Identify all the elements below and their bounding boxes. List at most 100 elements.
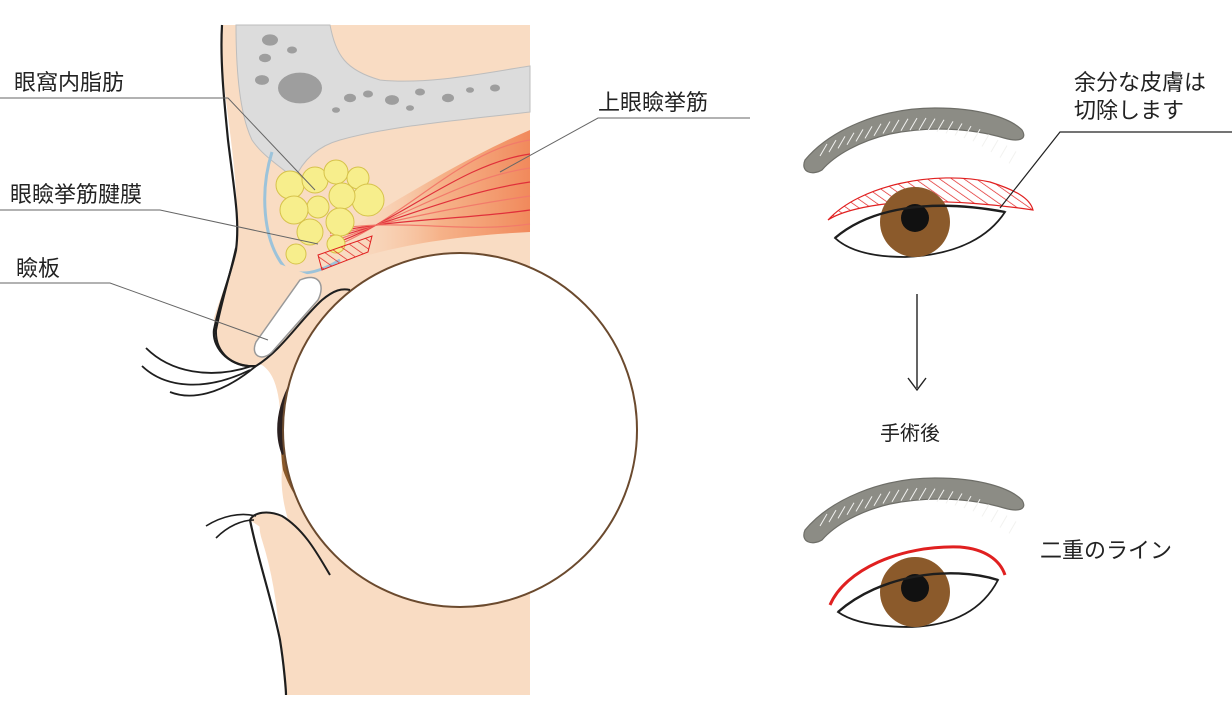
brow-hair bbox=[981, 134, 990, 147]
eyelash bbox=[141, 365, 251, 386]
excess-skin-label-1: 余分な皮膚は bbox=[1074, 71, 1206, 96]
brow-hair bbox=[900, 488, 909, 501]
label-orbital-fat: 眼窩内脂肪 bbox=[14, 71, 124, 96]
excess-skin-label-2: 切除します bbox=[1074, 99, 1184, 124]
bone-spot bbox=[262, 34, 278, 46]
brow-hair bbox=[909, 117, 918, 131]
bone-spot bbox=[415, 88, 425, 96]
double-eyelid-label: 二重のライン bbox=[1040, 539, 1172, 564]
brow-hair bbox=[936, 119, 945, 132]
bone-spot bbox=[344, 93, 356, 103]
transition-arrow: 手術後 bbox=[880, 294, 940, 445]
brow-hair bbox=[909, 487, 918, 501]
fat-globule bbox=[325, 207, 355, 237]
bone-spot bbox=[406, 105, 414, 111]
brow-hair bbox=[873, 493, 882, 507]
bone-spot bbox=[332, 107, 340, 113]
eyelash bbox=[169, 365, 257, 397]
fat-globule bbox=[323, 159, 349, 185]
excess-skin-callout: 余分な皮膚は 切除します bbox=[999, 71, 1232, 209]
brow-hair bbox=[837, 136, 846, 149]
label-levator-aponeurosis: 眼瞼挙筋腱膜 bbox=[10, 183, 142, 208]
brow-hair bbox=[864, 496, 873, 509]
bone-spot bbox=[255, 75, 269, 85]
brow-hair bbox=[1008, 151, 1017, 164]
fat-globule bbox=[351, 183, 385, 217]
eyelash bbox=[205, 513, 257, 527]
brow-hair bbox=[846, 502, 855, 516]
brow-hair bbox=[963, 495, 972, 509]
brow-hair bbox=[855, 129, 864, 142]
lower-eyelashes bbox=[205, 513, 257, 539]
after-eye: 二重のライン bbox=[803, 477, 1172, 628]
eyebrow-hairs-after bbox=[819, 487, 1017, 534]
bone-spot bbox=[490, 84, 500, 92]
pupil-after bbox=[901, 574, 929, 602]
upper-eyelashes bbox=[141, 347, 257, 397]
tarsus bbox=[253, 276, 322, 358]
brow-hair bbox=[891, 119, 900, 133]
eyebrow-after bbox=[803, 477, 1025, 544]
brow-hair bbox=[864, 126, 873, 139]
eyelash bbox=[215, 519, 255, 539]
brow-hair bbox=[927, 488, 936, 501]
brow-hair bbox=[972, 499, 981, 512]
leader-line bbox=[0, 97, 316, 191]
pupil-before bbox=[901, 204, 929, 232]
eyebrow-hairs-before bbox=[819, 117, 1017, 164]
brow-hair bbox=[828, 509, 837, 523]
brow-hair bbox=[918, 487, 927, 501]
brow-hair bbox=[1008, 521, 1017, 534]
orbital-fat bbox=[275, 159, 385, 265]
muscle-fiber bbox=[329, 223, 531, 231]
brow-hair bbox=[999, 515, 1008, 528]
brow-hair bbox=[918, 117, 927, 131]
cross-section: 眼窩内脂肪 眼瞼挙筋腱膜 瞼板 上眼瞼挙筋 bbox=[0, 24, 750, 696]
label-levator-muscle: 上眼瞼挙筋 bbox=[598, 91, 708, 116]
muscle-fiber bbox=[329, 139, 531, 249]
fat-globule bbox=[285, 243, 307, 265]
arrow-head bbox=[907, 377, 927, 392]
lower-eyelid bbox=[249, 511, 331, 576]
brow-hair bbox=[873, 123, 882, 137]
brow-hair bbox=[981, 504, 990, 517]
before-eye bbox=[803, 107, 1034, 258]
brow-hair bbox=[855, 499, 864, 512]
fat-globule bbox=[275, 170, 305, 200]
eyebrow-before bbox=[803, 107, 1025, 174]
muscle-fiber bbox=[329, 153, 531, 246]
brow-hair bbox=[837, 506, 846, 519]
fat-globule bbox=[328, 182, 356, 210]
brow-hair bbox=[936, 489, 945, 502]
leader-line bbox=[499, 117, 750, 173]
bone-spot bbox=[466, 87, 474, 93]
eyeball bbox=[277, 252, 638, 608]
brow-hair bbox=[972, 129, 981, 142]
brow-hair bbox=[999, 145, 1008, 158]
brow-hair bbox=[990, 509, 999, 523]
brow-hair bbox=[990, 139, 999, 153]
eye-outline-after-top bbox=[837, 572, 999, 613]
after-surgery-label: 手術後 bbox=[880, 421, 940, 445]
brow-hair bbox=[819, 513, 828, 527]
brow-hair bbox=[945, 491, 954, 504]
brow-hair bbox=[846, 132, 855, 146]
brow-hair bbox=[927, 118, 936, 131]
brow-hair bbox=[819, 143, 828, 157]
muscle-fibers bbox=[329, 139, 531, 249]
fat-globule bbox=[306, 195, 330, 219]
muscle-fiber bbox=[329, 209, 531, 234]
leader-lines bbox=[0, 97, 750, 341]
label-tarsus: 瞼板 bbox=[16, 257, 60, 282]
fat-globule bbox=[296, 218, 324, 246]
levator-muscle bbox=[330, 130, 530, 262]
muscle-fiber bbox=[329, 167, 531, 243]
brow-hair bbox=[882, 491, 891, 504]
brow-hair bbox=[891, 489, 900, 503]
leader-line bbox=[0, 209, 319, 245]
bone-spot bbox=[278, 72, 322, 104]
muscle-fiber bbox=[329, 181, 531, 240]
eyelash bbox=[145, 347, 253, 374]
brow-hair bbox=[963, 125, 972, 139]
